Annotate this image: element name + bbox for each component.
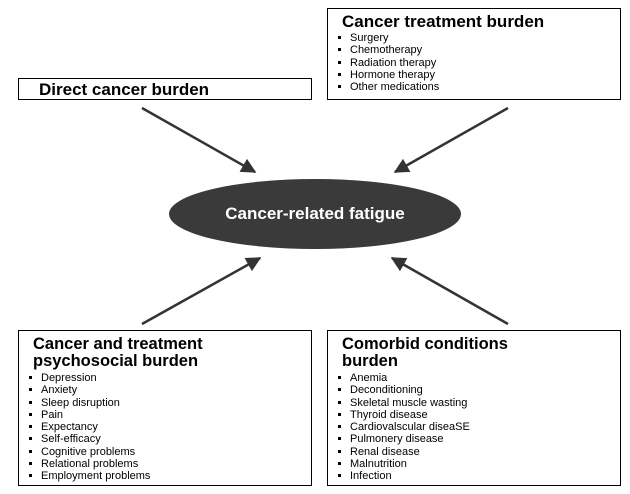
psychosocial-title-line1: Cancer and treatment — [33, 335, 203, 353]
list-item: Other medications — [334, 81, 620, 93]
direct-cancer-burden-box: Direct cancer burden — [18, 78, 312, 100]
list-item: Pain — [25, 409, 311, 421]
cancer-treatment-burden-title: Cancer treatment burden — [342, 12, 545, 31]
list-item: Malnutrition — [334, 458, 620, 470]
list-item: Pulmonery disease — [334, 433, 620, 445]
list-item: Infection — [334, 470, 620, 482]
list-item: Chemotherapy — [334, 44, 620, 56]
arrow-psychosocial-to-center — [141, 256, 262, 326]
list-item: Thyroid disease — [334, 409, 620, 421]
list-item: Skeletal muscle wasting — [334, 397, 620, 409]
list-item: Relational problems — [25, 458, 311, 470]
list-item: Surgery — [334, 32, 620, 44]
arrow-comorbid-to-center — [390, 256, 509, 326]
list-item: Radiation therapy — [334, 57, 620, 69]
list-item: Depression — [25, 372, 311, 384]
list-item: Expectancy — [25, 421, 311, 433]
psychosocial-title-line2: psychosocial burden — [33, 352, 199, 370]
list-item: Renal disease — [334, 446, 620, 458]
comorbid-conditions-box: Comorbid conditions burden Anemia Decond… — [327, 330, 621, 486]
direct-cancer-burden-title: Direct cancer burden — [39, 80, 210, 99]
list-item: Employment problems — [25, 470, 311, 482]
comorbid-title-line1: Comorbid conditions — [342, 335, 508, 353]
treatment-list: Surgery Chemotherapy Radiation therapy H… — [328, 32, 620, 93]
list-item: Cognitive problems — [25, 446, 311, 458]
center-ellipse — [169, 179, 461, 249]
comorbid-conditions-title: Comorbid conditions burden — [328, 331, 620, 372]
list-item: Deconditioning — [334, 384, 620, 396]
list-item: Sleep disruption — [25, 397, 311, 409]
psychosocial-list: Depression Anxiety Sleep disruption Pain… — [19, 372, 311, 483]
psychosocial-burden-box: Cancer and treatment psychosocial burden… — [18, 330, 312, 486]
center-label: Cancer-related fatigue — [225, 204, 405, 223]
list-item: Cardiovalscular diseaSE — [334, 421, 620, 433]
list-item: Self-efficacy — [25, 433, 311, 445]
arrow-treatment-to-center — [393, 106, 509, 174]
arrow-direct-to-center — [141, 106, 257, 174]
cancer-treatment-burden-box: Cancer treatment burden Surgery Chemothe… — [327, 8, 621, 100]
list-item: Anxiety — [25, 384, 311, 396]
comorbid-title-line2: burden — [342, 352, 398, 370]
list-item: Anemia — [334, 372, 620, 384]
comorbid-list: Anemia Deconditioning Skeletal muscle wa… — [328, 372, 620, 483]
list-item: Hormone therapy — [334, 69, 620, 81]
psychosocial-burden-title: Cancer and treatment psychosocial burden — [19, 331, 311, 372]
